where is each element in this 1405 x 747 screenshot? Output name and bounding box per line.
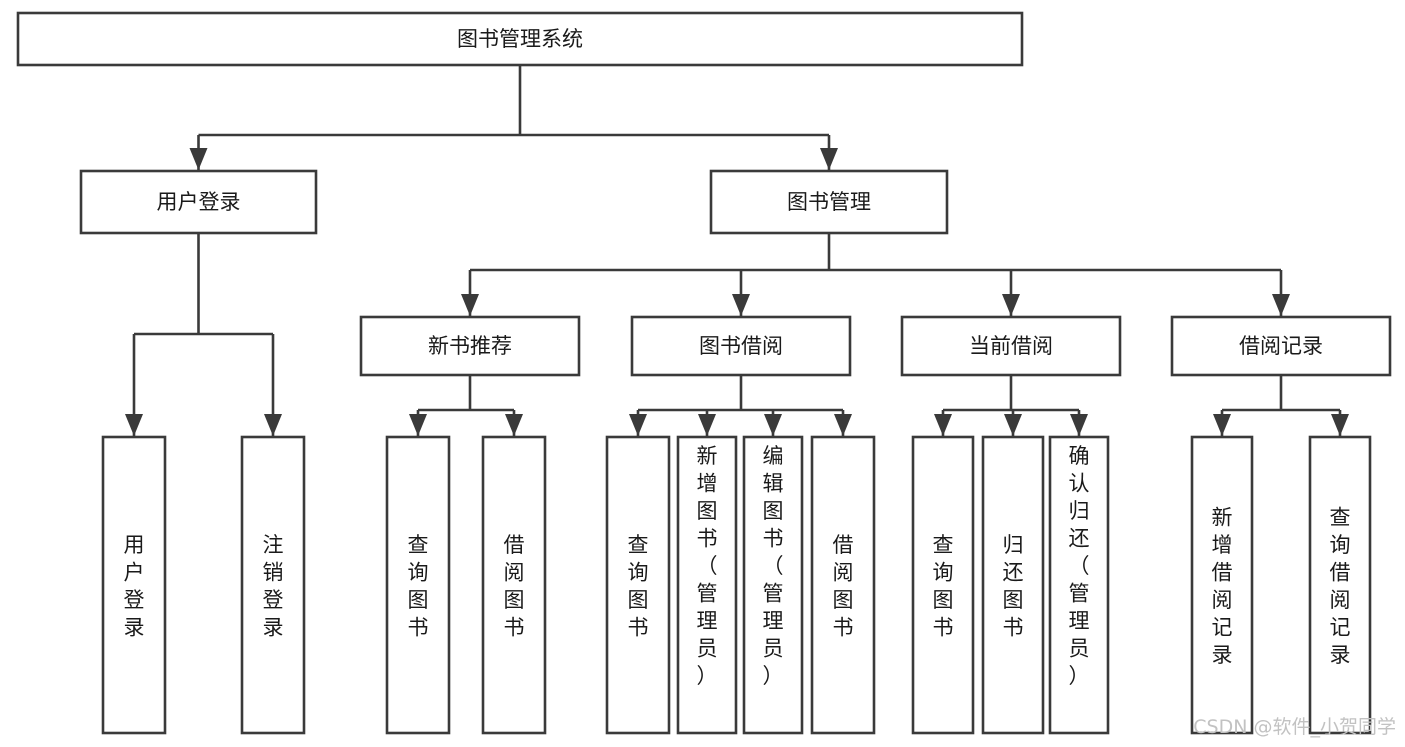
node-box-leaf-logout[interactable] [240,435,306,735]
arrow-head-leaf-add-record [1213,414,1231,436]
arrow-head-leaf-query-book-rec [409,414,427,436]
arrow-head-book-borrow [732,294,750,316]
arrow-head-leaf-confirm-return [1070,414,1088,436]
node-label-new-book-recommend: 新书推荐 [428,334,512,358]
node-label-leaf-query-book-cur: 查询图书 [933,533,954,640]
watermark-label: CSDN @软件_小贺同学 [1193,716,1396,738]
node-box-leaf-edit-book[interactable] [742,435,804,735]
node-box-leaf-add-book[interactable] [676,435,738,735]
node-box-leaf-query-book-borrow[interactable] [605,435,671,735]
node-label-leaf-query-book-borrow: 查询图书 [628,533,649,640]
node-box-leaf-borrow-book-rec[interactable] [481,435,547,735]
node-label-book-borrow: 图书借阅 [699,334,783,358]
arrow-head-leaf-borrow-book-rec [505,414,523,436]
leaf-node-leaf-query-record[interactable]: 查询借阅记录 [1308,435,1372,735]
node-label-leaf-query-book-rec: 查询图书 [408,533,429,640]
arrow-head-leaf-query-record [1331,414,1349,436]
node-box-current-borrow[interactable] [900,315,1122,377]
node-box-leaf-add-record[interactable] [1190,435,1254,735]
leaf-node-leaf-borrow-book[interactable]: 借阅图书 [810,435,876,735]
arrow-head-book-management [820,148,838,170]
arrow-head-leaf-query-book-cur [934,414,952,436]
root-node-root[interactable]: 图书管理系统 [16,11,1024,67]
level1-node-book-management[interactable]: 图书管理 [709,169,949,235]
arrow-head-leaf-user-login [125,414,143,436]
node-label-leaf-query-record: 查询借阅记录 [1330,506,1351,668]
node-box-leaf-confirm-return[interactable] [1048,435,1110,735]
leaf-node-leaf-edit-book[interactable]: 编辑图书（管理员） [742,435,804,735]
leaf-node-leaf-query-book-rec[interactable]: 查询图书 [385,435,451,735]
level2-node-borrow-records[interactable]: 借阅记录 [1170,315,1392,377]
node-box-leaf-query-book-cur[interactable] [911,435,975,735]
arrow-head-leaf-edit-book [764,414,782,436]
level2-node-new-book-recommend[interactable]: 新书推荐 [359,315,581,377]
level2-node-book-borrow[interactable]: 图书借阅 [630,315,852,377]
node-label-leaf-add-book: 新增图书（管理员） [697,444,718,688]
arrow-head-leaf-logout [264,414,282,436]
node-box-book-borrow[interactable] [630,315,852,377]
arrow-head-borrow-records [1272,294,1290,316]
leaf-node-leaf-borrow-book-rec[interactable]: 借阅图书 [481,435,547,735]
node-label-leaf-borrow-book: 借阅图书 [833,533,854,640]
node-box-leaf-user-login[interactable] [101,435,167,735]
node-label-book-management: 图书管理 [787,190,871,214]
leaf-node-leaf-add-book[interactable]: 新增图书（管理员） [676,435,738,735]
node-label-leaf-add-record: 新增借阅记录 [1212,506,1233,668]
arrow-head-leaf-query-book-borrow [629,414,647,436]
node-label-leaf-return-book: 归还图书 [1003,533,1024,640]
node-box-borrow-records[interactable] [1170,315,1392,377]
node-box-user-login[interactable] [79,169,318,235]
node-label-root: 图书管理系统 [457,27,583,51]
node-box-book-management[interactable] [709,169,949,235]
node-box-new-book-recommend[interactable] [359,315,581,377]
leaf-node-leaf-logout[interactable]: 注销登录 [240,435,306,735]
node-label-leaf-confirm-return: 确认归还（管理员） [1069,444,1090,688]
leaf-node-leaf-query-book-cur[interactable]: 查询图书 [911,435,975,735]
leaf-node-leaf-add-record[interactable]: 新增借阅记录 [1190,435,1254,735]
node-box-leaf-return-book[interactable] [981,435,1045,735]
arrow-head-leaf-return-book [1004,414,1022,436]
node-label-leaf-borrow-book-rec: 借阅图书 [504,533,525,640]
node-label-borrow-records: 借阅记录 [1239,334,1323,358]
node-label-leaf-logout: 注销登录 [263,533,284,640]
node-label-user-login: 用户登录 [157,190,241,214]
node-box-leaf-query-book-rec[interactable] [385,435,451,735]
leaf-node-leaf-user-login[interactable]: 用户登录 [101,435,167,735]
node-box-leaf-borrow-book[interactable] [810,435,876,735]
level1-node-user-login[interactable]: 用户登录 [79,169,318,235]
leaf-node-leaf-confirm-return[interactable]: 确认归还（管理员） [1048,435,1110,735]
leaf-node-leaf-query-book-borrow[interactable]: 查询图书 [605,435,671,735]
leaf-node-leaf-return-book[interactable]: 归还图书 [981,435,1045,735]
connector-layer [125,65,1349,436]
node-label-leaf-edit-book: 编辑图书（管理员） [763,444,784,688]
node-layer: 图书管理系统用户登录图书管理新书推荐图书借阅当前借阅借阅记录用户登录注销登录查询… [16,11,1392,735]
node-label-leaf-user-login: 用户登录 [124,533,145,640]
arrow-head-leaf-borrow-book [834,414,852,436]
arrow-head-new-book-recommend [461,294,479,316]
node-box-root[interactable] [16,11,1024,67]
arrow-head-leaf-add-book [698,414,716,436]
level2-node-current-borrow[interactable]: 当前借阅 [900,315,1122,377]
node-box-leaf-query-record[interactable] [1308,435,1372,735]
arrow-head-user-login [189,148,208,170]
arrow-head-current-borrow [1002,294,1020,316]
node-label-current-borrow: 当前借阅 [969,334,1053,358]
